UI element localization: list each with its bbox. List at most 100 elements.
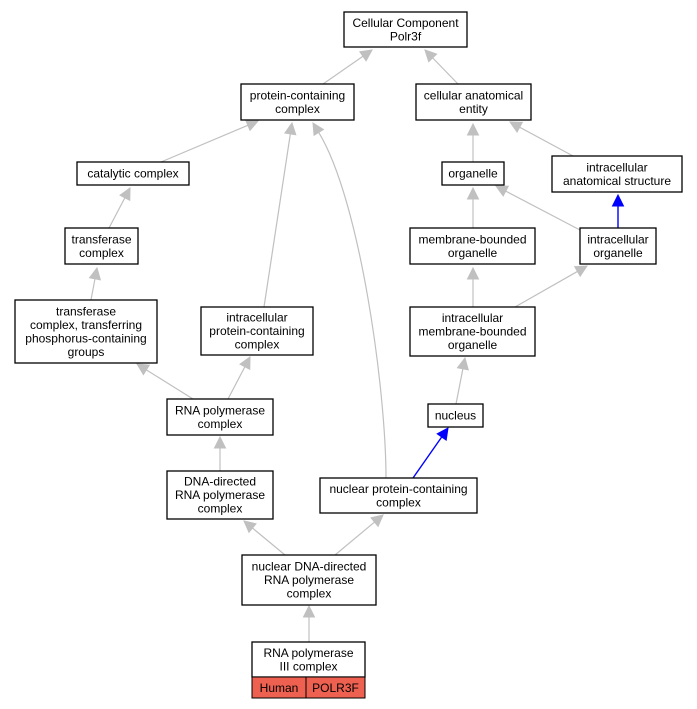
edge-rna-polymerase-complex-to-intracellular-protein-containing-complex xyxy=(514,265,588,308)
arrowhead-icon xyxy=(466,186,480,200)
edges-layer xyxy=(88,49,625,642)
edge-intracellular-anatomical-structure-to-cellular-anatomical-entity xyxy=(509,121,574,157)
edge-catalytic-complex-to-protein-containing-complex xyxy=(160,119,260,163)
node-label-line: III complex xyxy=(279,659,337,673)
node-catalytic-complex[interactable]: catalytic complex xyxy=(76,161,190,186)
edge-membrane-bounded-organelle-to-organelle xyxy=(466,186,480,228)
node-label-line: intracellular xyxy=(226,311,287,325)
edge-nuclear-protein-containing-complex-to-nucleus xyxy=(412,427,449,479)
arrowhead-icon xyxy=(436,427,449,442)
node-label-line: complex xyxy=(79,246,124,260)
node-label-line: transferase xyxy=(71,232,131,246)
edge-nuclear-dna-directed-rna-polymerase-complex-to-dna-directed-rna-polymerase-complex xyxy=(243,520,286,556)
edge-line xyxy=(334,521,375,556)
arrowhead-icon xyxy=(424,49,438,63)
arrowhead-icon xyxy=(136,363,151,376)
node-nucleus[interactable]: nucleus xyxy=(427,403,484,428)
node-box xyxy=(409,306,536,357)
edge-cellular-anatomical-entity-to-root xyxy=(424,49,459,85)
edge-intracellular-membrane-bounded-organelle-to-membrane-bounded-organelle xyxy=(136,363,194,400)
node-box xyxy=(64,227,139,265)
node-label-line: complex xyxy=(198,417,243,431)
node-box xyxy=(200,306,314,356)
arrowhead-icon xyxy=(88,266,102,281)
edge-nuclear-protein-containing-complex-to-protein-containing-complex xyxy=(312,122,387,479)
gene-annotation-row: Human POLR3F xyxy=(251,676,366,699)
node-label-line: transferase xyxy=(56,304,116,318)
edge-line xyxy=(146,369,194,400)
node-label-line: organelle xyxy=(448,167,498,181)
edge-rna-polymerase-iii-complex-to-nuclear-dna-directed-rna-polymerase-complex xyxy=(302,604,316,642)
node-label-line: organelle xyxy=(448,338,498,352)
edge-intracellular-protein-containing-complex-to-protein-containing-complex xyxy=(263,121,297,308)
node-label-line: organelle xyxy=(448,246,498,260)
node-label-line: cellular anatomical xyxy=(424,88,523,102)
node-box xyxy=(441,161,505,186)
edge-rna-polymerase-complex-to-transferase-complex-phospho xyxy=(466,266,480,307)
node-label-line: RNA polymerase xyxy=(175,403,265,417)
species-label: Human xyxy=(260,681,299,695)
node-organelle[interactable]: organelle xyxy=(441,161,505,186)
gene-cell[interactable]: POLR3F xyxy=(305,676,366,699)
edge-line xyxy=(90,278,96,301)
node-label-line: DNA-directed xyxy=(184,475,256,489)
edge-line xyxy=(108,197,126,229)
node-label-line: entity xyxy=(459,102,488,116)
edge-intracellular-organelle-to-organelle xyxy=(495,185,581,231)
node-label-line: groups xyxy=(68,345,105,359)
arrowhead-icon xyxy=(573,265,588,278)
species-cell[interactable]: Human xyxy=(251,676,307,699)
edge-organelle-to-cellular-anatomical-entity xyxy=(466,122,480,162)
edge-transferase-complex-phospho-to-transferase-complex xyxy=(88,266,102,301)
edge-line xyxy=(519,126,574,157)
node-label-line: RNA polymerase xyxy=(264,573,354,587)
edge-line xyxy=(263,133,291,308)
node-label-line: RNA polymerase xyxy=(263,646,353,660)
node-box xyxy=(166,470,274,520)
edge-nucleus-to-intracellular-membrane-bounded-organelle xyxy=(213,435,227,471)
node-label-line: membrane-bounded xyxy=(418,325,526,339)
arrowhead-icon xyxy=(495,185,510,197)
edge-line xyxy=(227,366,246,400)
node-box xyxy=(241,554,377,606)
node-label-line: complex, transferring xyxy=(30,318,142,332)
arrowhead-icon xyxy=(370,514,384,528)
node-label-line: complex xyxy=(376,495,421,509)
arrowhead-icon xyxy=(312,122,325,137)
gene-label: POLR3F xyxy=(312,681,359,695)
node-box xyxy=(240,83,355,121)
arrowhead-icon xyxy=(466,266,480,280)
node-label-line: nuclear DNA-directed xyxy=(252,560,367,574)
node-box xyxy=(343,11,468,48)
arrowhead-icon xyxy=(284,121,297,136)
node-box xyxy=(551,155,683,193)
edge-line xyxy=(160,124,249,163)
node-label-line: intracellular xyxy=(586,160,647,174)
node-label-line: complex xyxy=(198,502,243,516)
node-label-line: membrane-bounded xyxy=(418,232,526,246)
node-label-line: protein-containing xyxy=(209,324,304,338)
arrowhead-icon xyxy=(119,187,131,202)
edge-nuclear-dna-directed-rna-polymerase-complex-to-nuclear-protein-containing-complex xyxy=(334,514,384,556)
node-label-line: intracellular xyxy=(587,232,648,246)
edge-intracellular-membrane-bounded-organelle-to-intracellular-organelle xyxy=(227,356,251,400)
edge-dna-directed-rna-polymerase-complex-to-rna-polymerase-complex xyxy=(455,356,469,405)
arrowhead-icon xyxy=(358,49,373,62)
edge-line xyxy=(412,436,443,479)
